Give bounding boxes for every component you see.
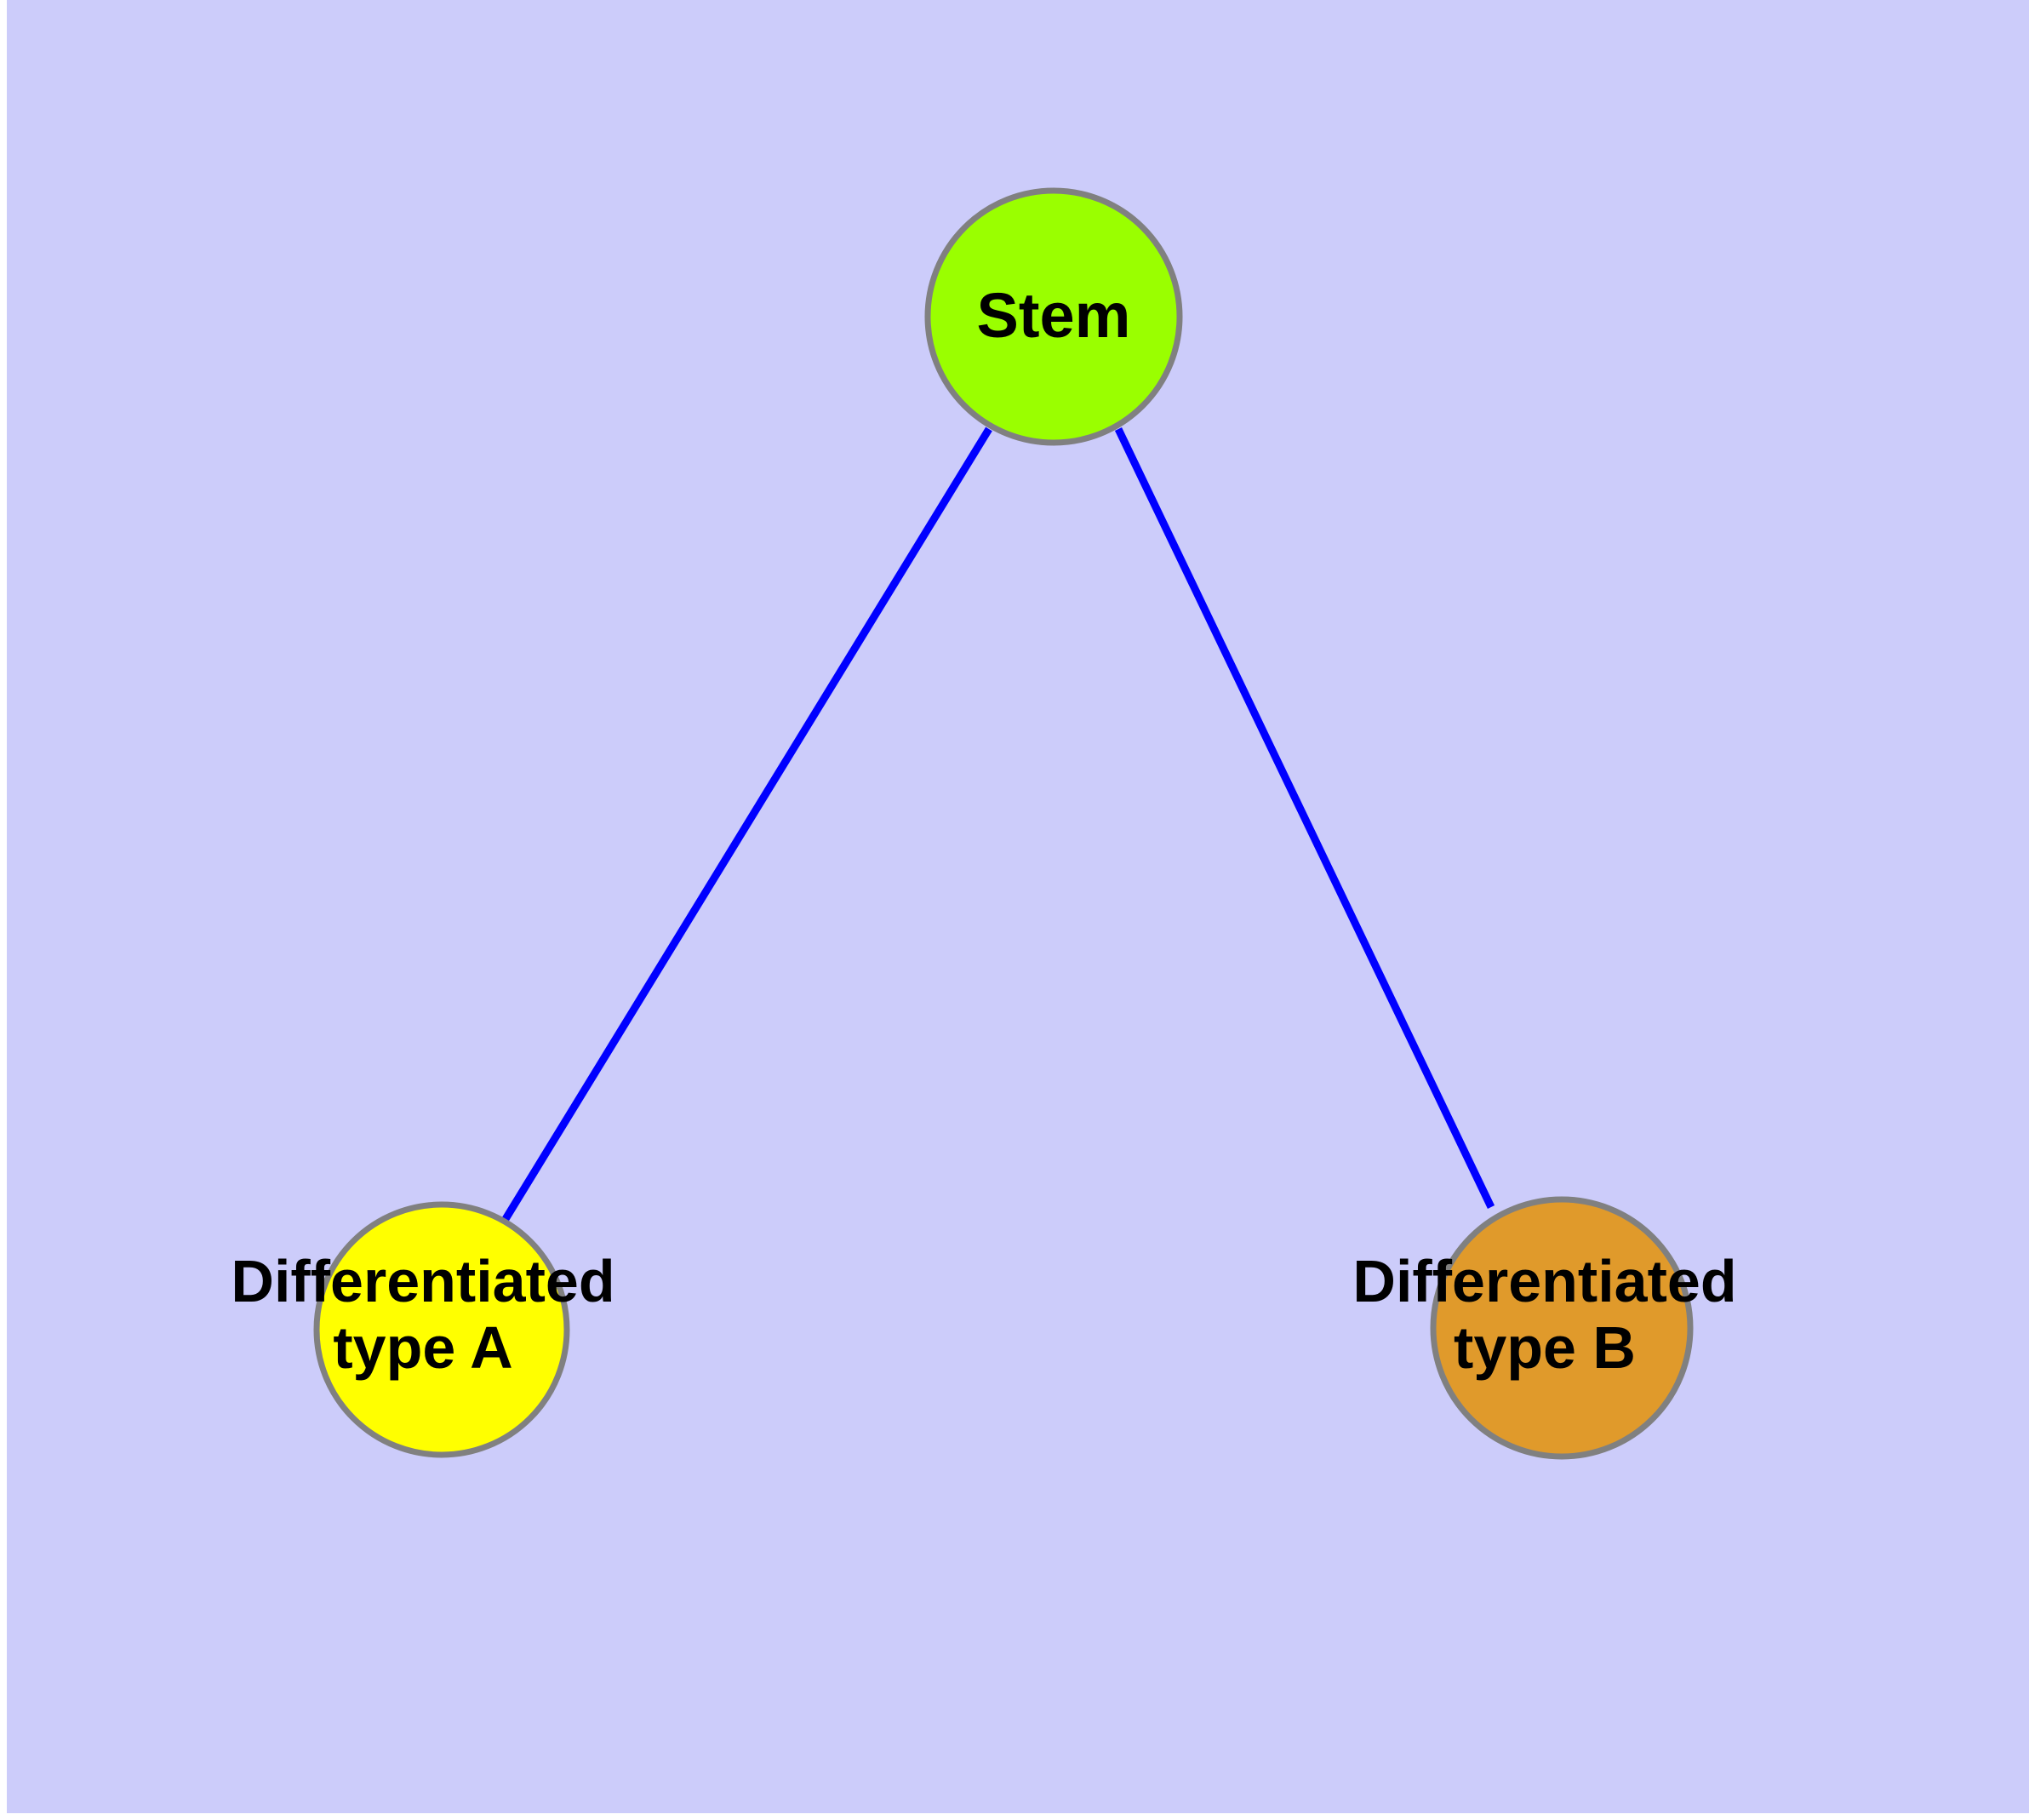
node-differentiated-type-b[interactable] — [1430, 1196, 1694, 1460]
edge-layer — [502, 426, 1495, 1222]
edge-stem-to-differentiated-type-b[interactable] — [1114, 427, 1495, 1209]
node-layer — [313, 187, 1694, 1460]
node-differentiated-type-a[interactable] — [313, 1201, 570, 1458]
edge-stem-to-differentiated-type-a[interactable] — [502, 426, 992, 1222]
node-stem[interactable] — [924, 187, 1183, 446]
